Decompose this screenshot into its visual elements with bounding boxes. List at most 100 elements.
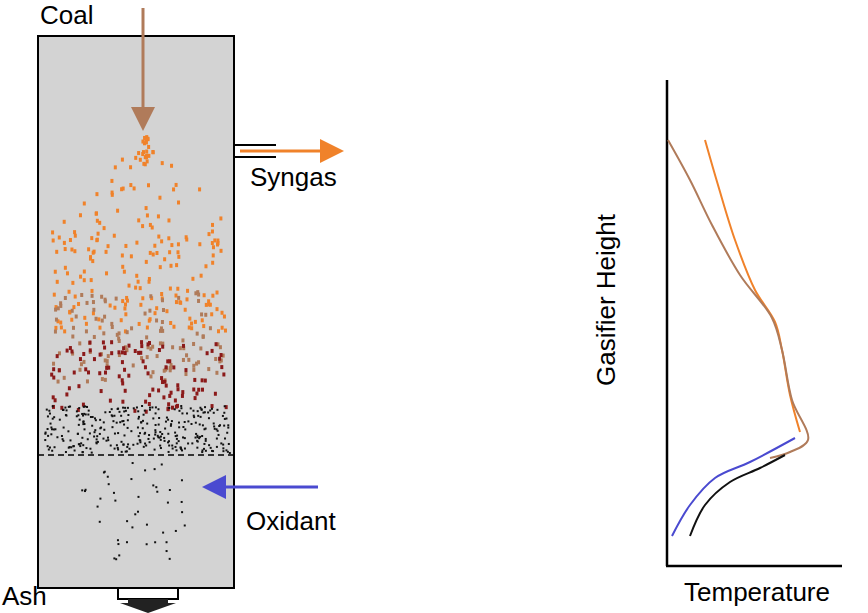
particle — [142, 427, 144, 429]
particle — [145, 335, 148, 339]
particle — [139, 441, 141, 443]
particle — [161, 161, 164, 165]
particle — [121, 451, 123, 453]
particle — [99, 353, 102, 357]
particle — [103, 346, 106, 350]
particle — [178, 410, 180, 412]
particle — [197, 299, 200, 303]
particle — [91, 289, 94, 293]
particle — [97, 232, 100, 236]
particle — [52, 362, 55, 366]
particle — [166, 359, 169, 363]
particle — [222, 372, 225, 376]
particle — [121, 253, 124, 257]
particle — [99, 427, 101, 429]
particle — [164, 428, 166, 430]
particle — [220, 442, 222, 444]
particle — [184, 448, 186, 450]
particle — [92, 308, 95, 312]
particle — [139, 286, 142, 290]
particle — [58, 368, 61, 372]
particle — [95, 212, 98, 216]
particle — [81, 489, 83, 491]
particle — [122, 187, 125, 191]
particle — [131, 526, 133, 528]
particle — [82, 451, 84, 453]
particle — [134, 513, 136, 515]
particle — [185, 353, 188, 357]
particle — [65, 451, 67, 453]
particle — [95, 419, 97, 421]
particle — [208, 444, 210, 446]
particle — [121, 350, 124, 354]
particle — [121, 360, 124, 364]
particle — [202, 424, 204, 426]
particle — [71, 309, 74, 313]
particle — [182, 436, 184, 438]
particle — [146, 524, 148, 526]
particle — [50, 423, 52, 425]
particle — [120, 415, 122, 417]
particle — [207, 367, 210, 371]
temperature-curve — [668, 140, 808, 458]
particle — [211, 261, 214, 265]
particle — [124, 351, 127, 355]
particle — [66, 349, 69, 353]
particle — [160, 439, 162, 441]
particle — [170, 423, 172, 425]
particle — [145, 154, 148, 158]
particle — [177, 296, 180, 300]
particle — [139, 432, 141, 434]
particle — [109, 399, 112, 403]
particle — [197, 441, 199, 443]
particle — [91, 259, 94, 263]
particle — [152, 484, 154, 486]
particle — [195, 392, 198, 396]
particle — [58, 235, 61, 239]
particle — [200, 408, 202, 410]
particle — [83, 278, 86, 282]
particle — [146, 159, 149, 163]
particle — [167, 407, 170, 411]
particle — [190, 423, 192, 425]
particle — [201, 409, 203, 411]
particle — [58, 368, 61, 372]
particle — [192, 364, 195, 368]
particle — [146, 326, 149, 330]
particle — [154, 429, 156, 431]
particle — [54, 270, 57, 274]
particle — [175, 405, 178, 409]
particle — [139, 158, 142, 162]
particle — [202, 334, 205, 338]
particle — [180, 446, 182, 448]
particle — [127, 374, 130, 378]
particle — [168, 407, 170, 409]
particle — [89, 348, 92, 352]
particle — [124, 389, 127, 393]
particle — [48, 410, 50, 412]
particle — [82, 451, 84, 453]
particle — [162, 308, 165, 312]
particle — [220, 353, 223, 357]
particle — [172, 448, 174, 450]
particle — [184, 368, 187, 372]
particle — [141, 296, 144, 300]
particle — [184, 308, 187, 312]
particle — [167, 407, 170, 411]
particle — [121, 381, 124, 385]
particle — [205, 428, 207, 430]
particle — [201, 451, 203, 453]
particle — [199, 423, 201, 425]
particle — [144, 433, 146, 435]
particle — [51, 428, 53, 430]
particle — [170, 164, 173, 168]
particle — [134, 349, 137, 353]
particle — [53, 293, 56, 297]
particle — [223, 315, 226, 319]
particle — [177, 250, 180, 254]
particle — [170, 243, 173, 247]
particle — [112, 420, 114, 422]
particle — [149, 317, 152, 321]
particle — [47, 445, 49, 447]
